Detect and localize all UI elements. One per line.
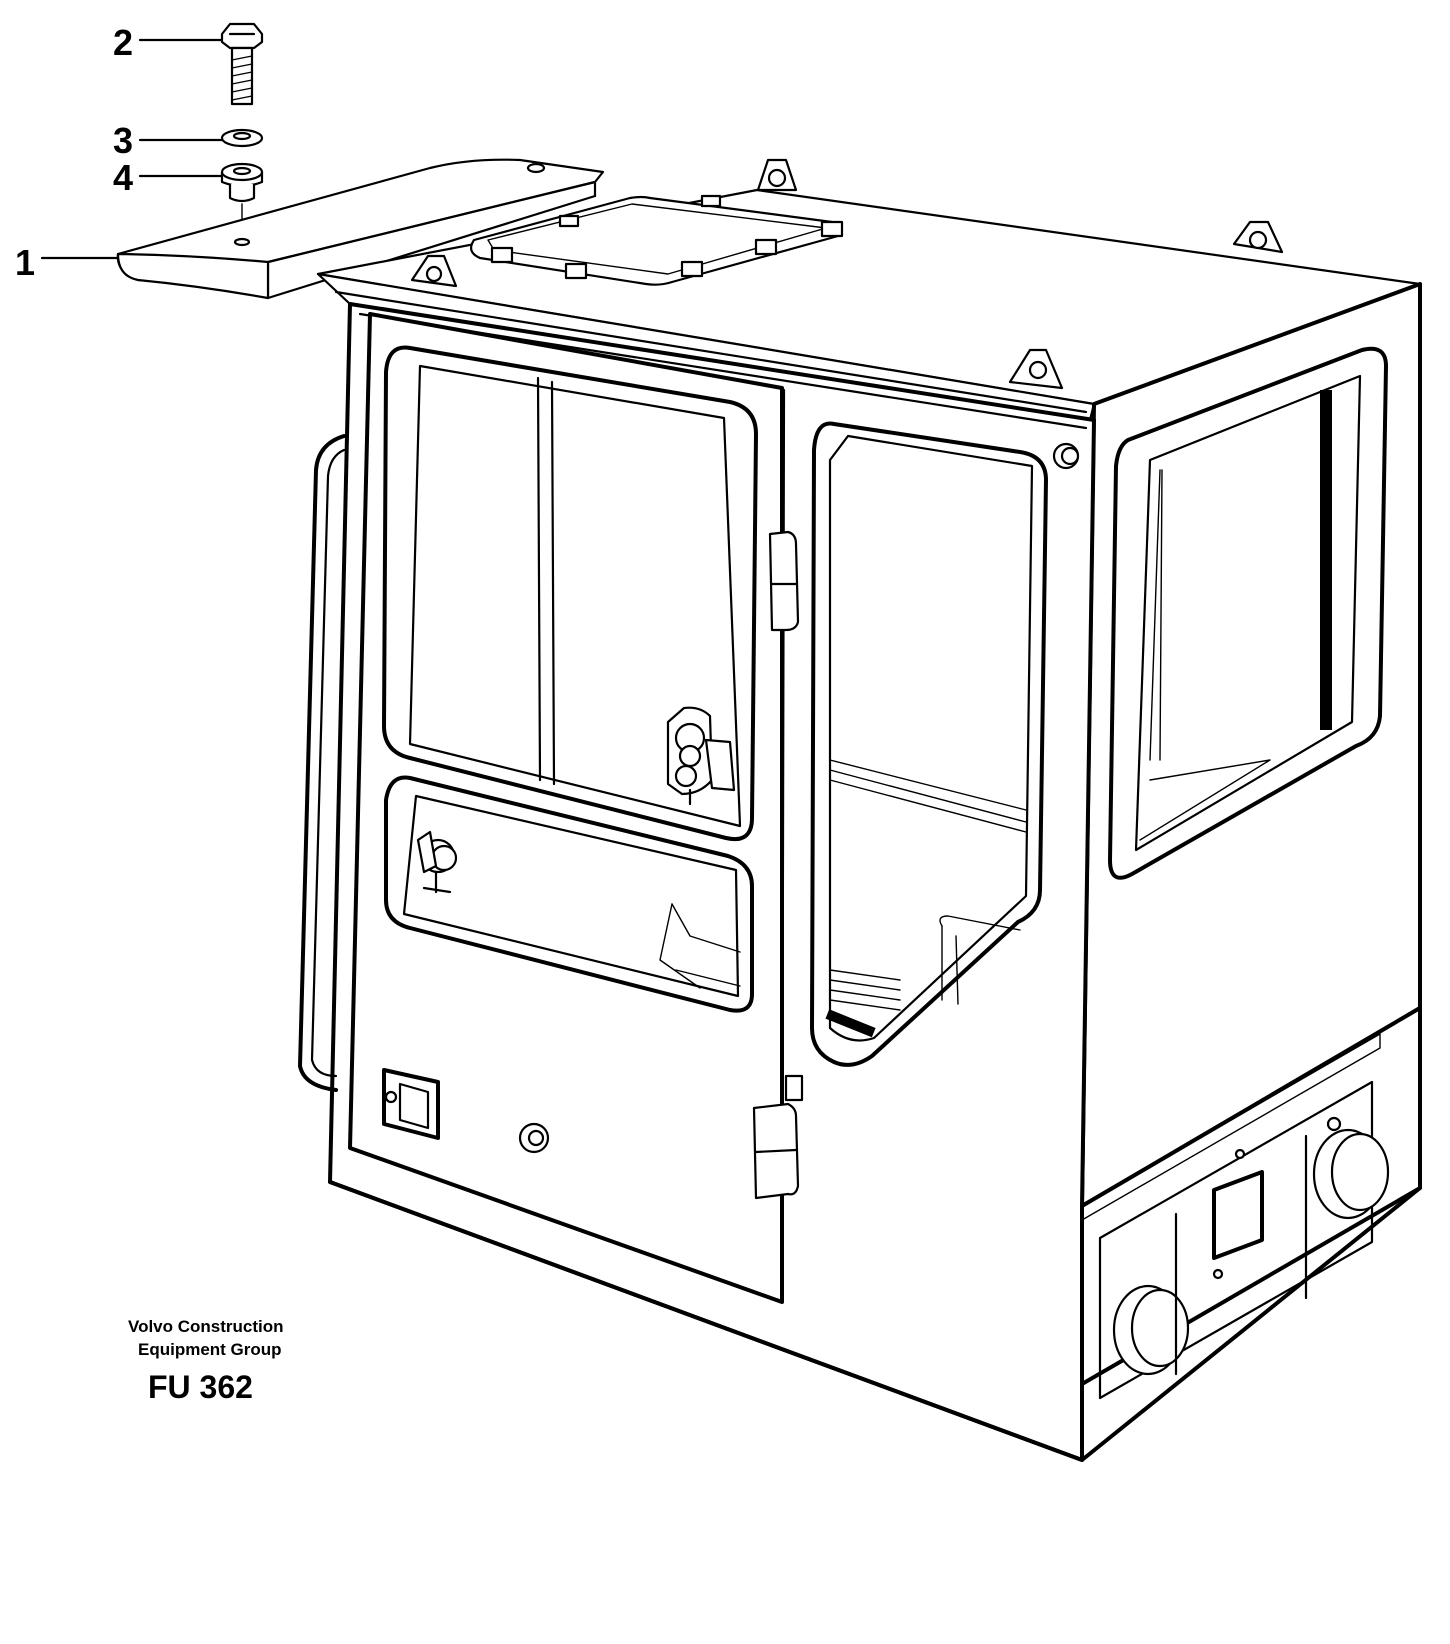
publisher-line-1: Volvo Construction [128,1317,284,1336]
figure-code: FU 362 [148,1369,253,1405]
callout-2-number: 2 [113,22,133,63]
callout-1: 1 [15,242,120,283]
cab-body [298,158,1422,1462]
callout-2: 2 [113,22,224,63]
callout-1-number: 1 [15,242,35,283]
visor-part [116,158,605,300]
callout-4-number: 4 [113,157,133,198]
callout-4: 4 [113,157,224,198]
callout-3: 3 [113,120,224,161]
bolt-part [220,22,264,106]
publisher-block: Volvo Construction Equipment Group FU 36… [128,1317,284,1405]
publisher-line-2: Equipment Group [138,1340,282,1359]
callout-3-number: 3 [113,120,133,161]
washer-part [220,128,264,148]
